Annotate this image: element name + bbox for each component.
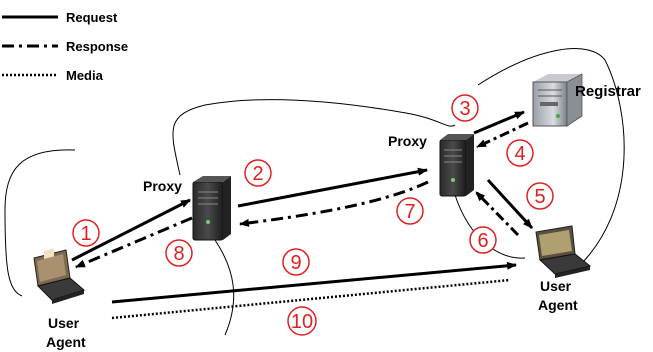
proxy-right-label: Proxy xyxy=(388,133,427,149)
arrow-step-7-response xyxy=(239,180,429,227)
step-1-number: 1 xyxy=(80,223,91,245)
step-7-marker: 7 xyxy=(396,197,424,225)
step-9-number: 9 xyxy=(290,252,301,274)
arrow-step-2-request xyxy=(237,167,428,208)
step-8-number: 8 xyxy=(173,243,184,265)
arrow-step-8-response xyxy=(75,216,193,269)
arrow-step-1-request xyxy=(71,198,191,262)
user-agent-right-label-line1: User xyxy=(540,278,572,294)
arrow-step-4-response xyxy=(476,121,529,149)
boundary-registrar-right xyxy=(477,48,625,271)
legend: Request Response Media xyxy=(2,10,128,83)
boundary-left-agent xyxy=(4,149,76,297)
step-8-marker: 8 xyxy=(165,239,193,267)
node-labels: Registrar Proxy Proxy User Agent User Ag… xyxy=(46,83,641,350)
step-5-marker: 5 xyxy=(526,182,554,210)
step-10-number: 10 xyxy=(291,311,313,333)
proxy-left-label: Proxy xyxy=(143,178,182,194)
step-2-number: 2 xyxy=(252,163,263,185)
step-4-number: 4 xyxy=(514,143,525,165)
step-1-marker: 1 xyxy=(72,219,100,247)
step-5-number: 5 xyxy=(534,186,545,208)
message-arrows xyxy=(71,110,534,320)
arrow-step-9-request xyxy=(111,261,517,304)
step-9-marker: 9 xyxy=(282,248,310,276)
registrar-label: Registrar xyxy=(575,83,641,100)
step-6-marker: 6 xyxy=(469,226,497,254)
boundary-left-proxy-lower xyxy=(214,239,235,336)
legend-media-label: Media xyxy=(66,68,104,83)
boundary-top-left xyxy=(172,99,456,176)
step-7-number: 7 xyxy=(404,201,415,223)
proxy-left-server-icon xyxy=(192,176,231,241)
line-step-10-media xyxy=(111,278,511,320)
user-agent-left-label-line2: Agent xyxy=(46,334,86,350)
step-10-marker: 10 xyxy=(287,306,317,336)
arrow-step-6-response xyxy=(474,190,520,237)
user-agent-left-laptop-icon xyxy=(33,248,86,304)
step-markers: 1 2 3 4 5 6 7 8 xyxy=(72,94,554,336)
legend-response-label: Response xyxy=(66,39,128,54)
user-agent-right-label-line2: Agent xyxy=(538,297,578,313)
registrar-server-icon xyxy=(532,73,583,127)
user-agent-left-label-line1: User xyxy=(48,315,80,331)
proxy-right-server-icon xyxy=(439,134,474,197)
step-6-number: 6 xyxy=(477,230,488,252)
user-agent-right-laptop-icon xyxy=(535,225,592,278)
step-4-marker: 4 xyxy=(506,139,534,167)
arrow-step-3-request xyxy=(473,110,525,135)
legend-request-label: Request xyxy=(66,10,118,25)
step-3-number: 3 xyxy=(459,98,470,120)
step-3-marker: 3 xyxy=(451,94,479,122)
domain-boundaries xyxy=(4,48,625,336)
arrow-step-5-request xyxy=(486,178,534,230)
step-2-marker: 2 xyxy=(244,159,272,187)
